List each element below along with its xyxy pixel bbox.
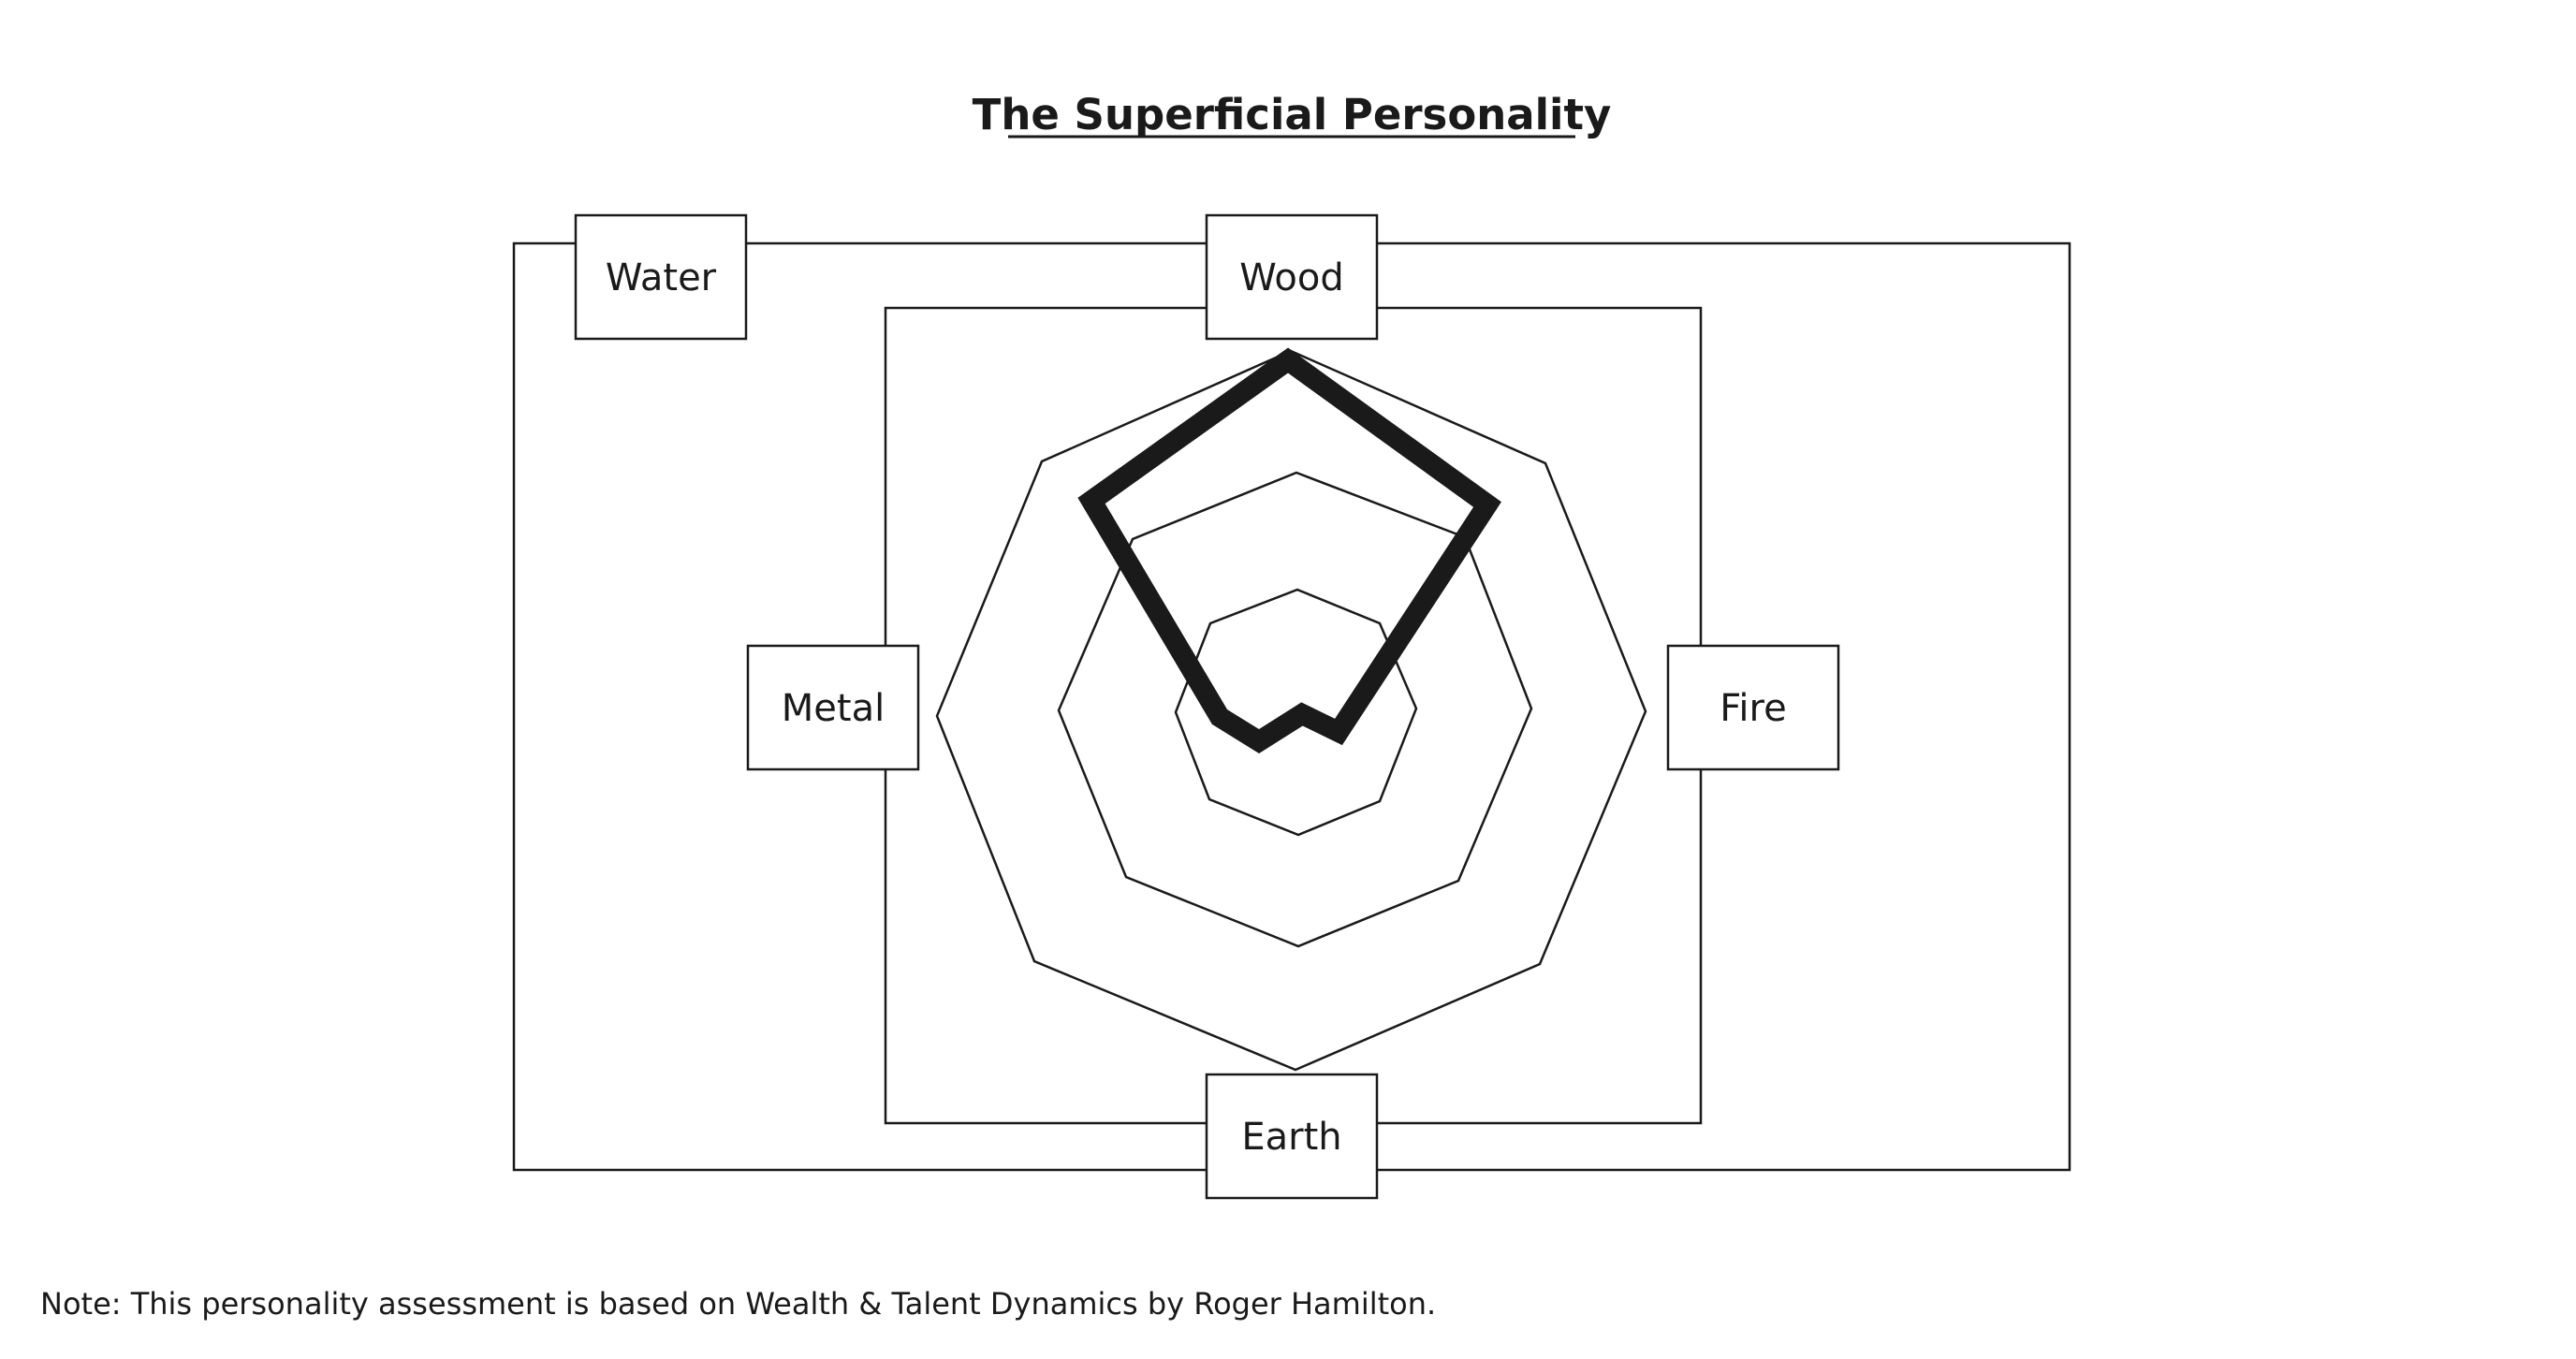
label-fire: Fire: [1666, 644, 1840, 771]
data-polygon: [1077, 347, 1501, 753]
chart-title: The Superficial Personality: [973, 90, 1612, 139]
footnote: Note: This personality assessment is bas…: [40, 1286, 1437, 1322]
label-box-wood: [1205, 213, 1379, 341]
label-box-fire: [1666, 644, 1840, 771]
label-earth: Earth: [1205, 1073, 1379, 1200]
label-text-water: Water: [606, 256, 717, 300]
label-metal: Metal: [746, 644, 920, 771]
label-text-fire: Fire: [1720, 687, 1786, 730]
label-wood: Wood: [1205, 213, 1379, 341]
label-text-metal: Metal: [782, 687, 885, 730]
grid-ring-outer: [935, 349, 1647, 1072]
label-text-earth: Earth: [1241, 1116, 1341, 1159]
label-box-water: [574, 213, 748, 341]
label-water: Water: [574, 213, 748, 341]
grid-ring-middle: [1057, 471, 1533, 948]
label-box-earth: [1205, 1073, 1379, 1200]
label-box-metal: [746, 644, 920, 771]
label-text-wood: Wood: [1239, 256, 1344, 300]
